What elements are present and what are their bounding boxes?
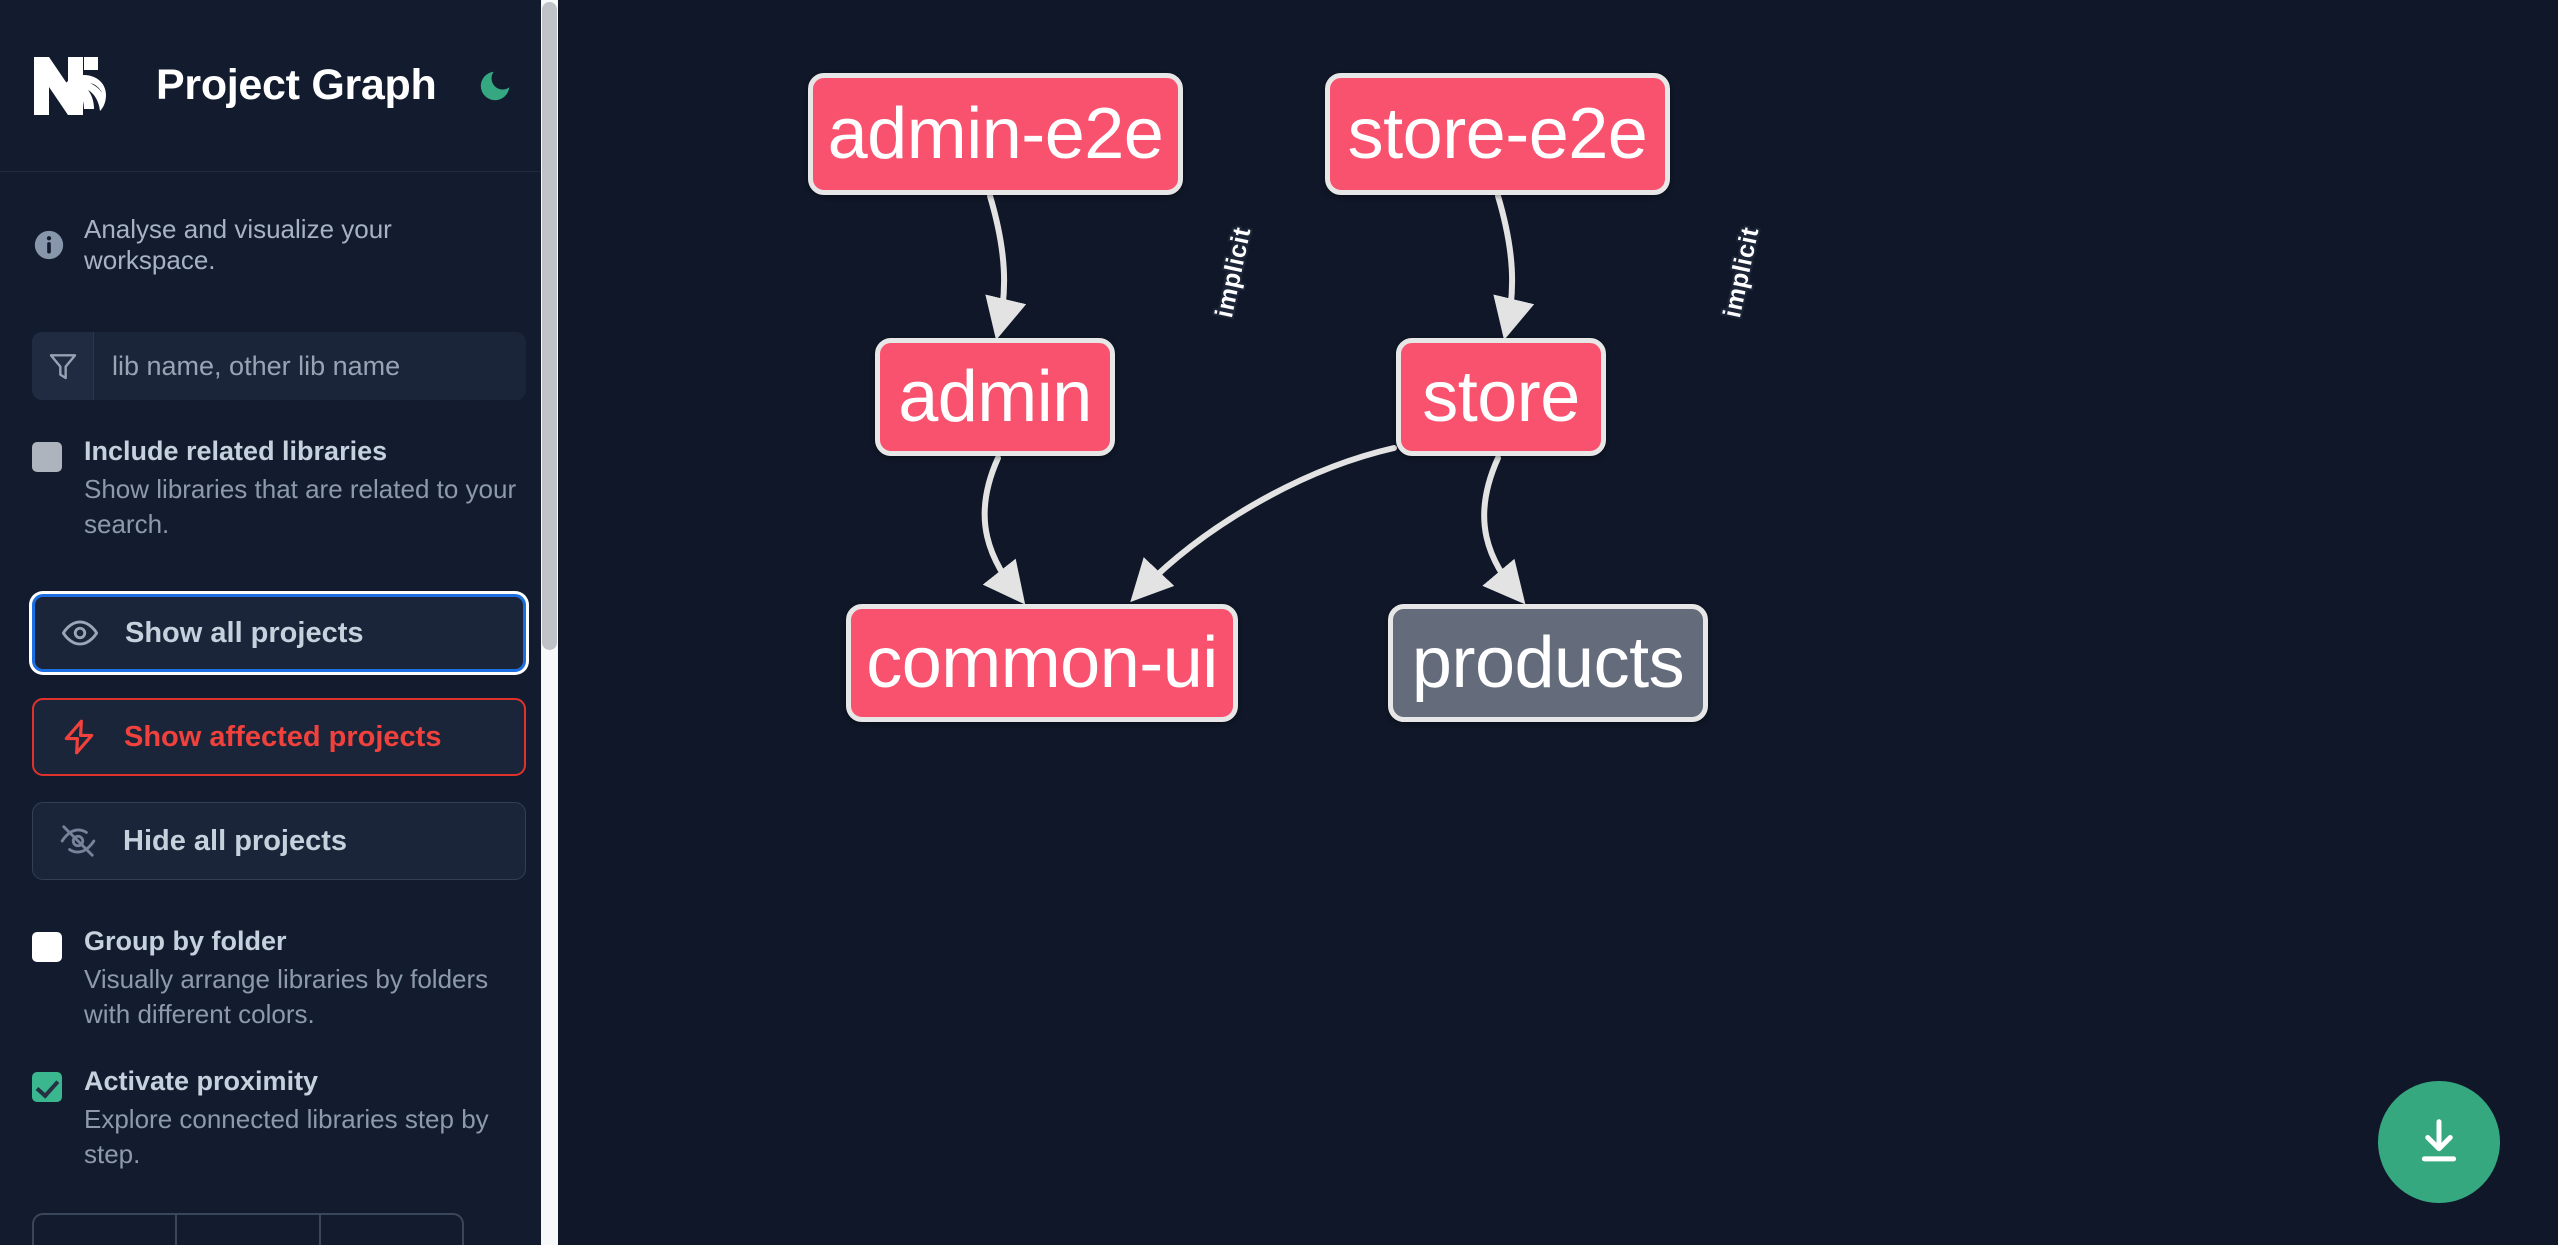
info-icon bbox=[32, 228, 66, 262]
include-related-libraries-checkbox[interactable] bbox=[32, 442, 62, 472]
graph-node-products[interactable]: products bbox=[1388, 604, 1708, 722]
graph-node-label: admin-e2e bbox=[827, 94, 1164, 174]
graph-node-admin[interactable]: admin bbox=[875, 338, 1115, 456]
group-by-folder-description: Visually arrange libraries by folders wi… bbox=[84, 963, 489, 1029]
show-all-projects-label: Show all projects bbox=[125, 616, 364, 649]
segment-2[interactable] bbox=[177, 1215, 321, 1245]
download-icon bbox=[2412, 1115, 2466, 1169]
group-by-folder-checkbox[interactable] bbox=[32, 932, 62, 963]
graph-node-common-ui[interactable]: common-ui bbox=[846, 604, 1238, 722]
option-activate-proximity[interactable]: Activate proximity Explore connected lib… bbox=[32, 1066, 526, 1172]
tagline-row: Analyse and visualize your workspace. bbox=[32, 214, 526, 276]
graph-edges bbox=[981, 193, 1535, 605]
graph-node-admin-e2e[interactable]: admin-e2e bbox=[808, 73, 1183, 195]
page-title: Project Graph bbox=[156, 61, 437, 109]
nx-logo-icon bbox=[32, 55, 116, 117]
download-graph-button[interactable] bbox=[2378, 1081, 2500, 1203]
moon-icon[interactable] bbox=[472, 63, 518, 109]
edge-store-to-common-ui bbox=[1130, 445, 1397, 603]
proximity-segmented-control[interactable] bbox=[32, 1213, 464, 1245]
eye-off-icon bbox=[59, 822, 97, 860]
action-button-group: Show all projects Show affected projects bbox=[32, 594, 526, 881]
eye-icon bbox=[61, 614, 99, 652]
group-by-folder-label: Group by folder bbox=[84, 926, 287, 957]
graph-canvas[interactable]: admin-e2e store-e2e admin store common-u… bbox=[558, 0, 2558, 1245]
edge-store-e2e-to-store bbox=[1493, 193, 1535, 341]
graph-node-label: admin bbox=[898, 357, 1092, 437]
activate-proximity-checkbox[interactable] bbox=[32, 1072, 62, 1103]
graph-node-store[interactable]: store bbox=[1396, 338, 1606, 456]
sidebar-header: Project Graph bbox=[0, 0, 558, 172]
activate-proximity-description: Explore connected libraries step by step… bbox=[84, 1103, 489, 1170]
activate-proximity-label: Activate proximity bbox=[84, 1066, 319, 1097]
lightning-bolt-icon bbox=[60, 718, 98, 756]
show-affected-projects-button[interactable]: Show affected projects bbox=[32, 698, 526, 777]
include-related-libraries-label: Include related libraries bbox=[84, 436, 388, 466]
tagline-text: Analyse and visualize your workspace. bbox=[84, 214, 392, 275]
sidebar-scrollbar-thumb[interactable] bbox=[542, 2, 557, 650]
option-include-related-libraries[interactable]: Include related libraries Show libraries… bbox=[32, 436, 526, 542]
sidebar: Project Graph Analyse and visualize your… bbox=[0, 0, 558, 1245]
hide-all-projects-label: Hide all projects bbox=[123, 824, 348, 857]
segment-1[interactable] bbox=[34, 1215, 178, 1245]
sidebar-body: Analyse and visualize your workspace. In… bbox=[0, 214, 558, 1172]
graph-node-label: products bbox=[1411, 623, 1685, 703]
graph-node-store-e2e[interactable]: store-e2e bbox=[1325, 73, 1670, 195]
show-all-projects-button[interactable]: Show all projects bbox=[32, 594, 526, 673]
search-field[interactable] bbox=[32, 332, 526, 400]
edge-admin-e2e-to-admin bbox=[985, 193, 1027, 341]
graph-node-label: store bbox=[1422, 357, 1580, 437]
graph-node-label: common-ui bbox=[866, 623, 1218, 703]
sidebar-scrollbar-track[interactable] bbox=[541, 0, 558, 1245]
edge-admin-to-common-ui bbox=[981, 455, 1026, 605]
search-input[interactable] bbox=[94, 332, 526, 400]
filter-funnel-icon bbox=[32, 332, 94, 400]
segment-3[interactable] bbox=[321, 1215, 462, 1245]
hide-all-projects-button[interactable]: Hide all projects bbox=[32, 802, 526, 881]
option-group-by-folder[interactable]: Group by folder Visually arrange librari… bbox=[32, 926, 526, 1032]
show-affected-projects-label: Show affected projects bbox=[124, 720, 442, 753]
edge-store-to-products bbox=[1481, 455, 1526, 605]
include-related-libraries-description: Show libraries that are related to your … bbox=[84, 473, 517, 539]
graph-node-label: store-e2e bbox=[1347, 94, 1648, 174]
